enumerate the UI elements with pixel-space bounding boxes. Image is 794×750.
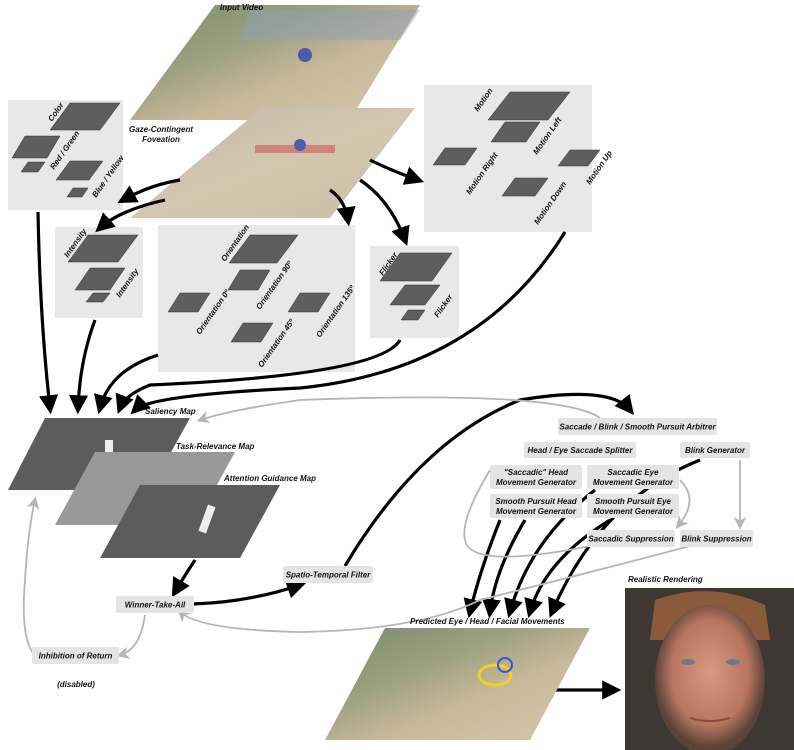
- saccadic-head-label-2: Movement Generator: [496, 478, 577, 487]
- foveation-label: Gaze-Contingent Foveation: [129, 125, 193, 144]
- smooth-head-label-2: Movement Generator: [496, 507, 577, 516]
- smooth-eye-label-2: Movement Generator: [593, 507, 674, 516]
- spatio-temporal-filter-box: Spatio-Temporal Filter: [283, 566, 373, 583]
- color-panel: Color Red / Green Blue / Yellow: [8, 100, 126, 210]
- saliency-map-label: Saliency Map: [145, 407, 196, 416]
- saccadic-eye-label-1: Saccadic Eye: [607, 468, 659, 477]
- saccadic-eye-label-2: Movement Generator: [593, 478, 674, 487]
- foveation-label-wrap: Gaze-Contingent Foveation: [129, 125, 193, 144]
- smooth-pursuit-eye-generator-box: Smooth Pursuit Eye Movement Generator: [587, 494, 679, 518]
- smooth-eye-label-1: Smooth Pursuit Eye: [595, 497, 672, 506]
- foveated-frame: [130, 108, 415, 218]
- arbiter-label: Saccade / Blink / Smooth Pursuit Arbitre…: [559, 423, 716, 432]
- input-video-frame: [130, 5, 420, 120]
- inhibition-of-return-label: Inhibition of Return: [39, 652, 113, 661]
- arbiter-box: Saccade / Blink / Smooth Pursuit Arbitre…: [558, 418, 717, 435]
- spatio-temporal-filter-label: Spatio-Temporal Filter: [286, 571, 371, 580]
- smooth-head-label-1: Smooth Pursuit Head: [495, 497, 577, 506]
- saccadic-suppression-label: Saccadic Suppression: [588, 535, 673, 544]
- left-eye: [681, 659, 695, 665]
- attention-guidance-label: Attention Guidance Map: [223, 474, 316, 483]
- predicted-movements-label: Predicted Eye / Head / Facial Movements: [410, 617, 565, 626]
- blink-suppression-label: Blink Suppression: [681, 535, 751, 544]
- predicted-movements-frame: [325, 628, 590, 740]
- saccadic-suppression-box: Saccadic Suppression: [587, 530, 675, 547]
- attention-guidance-map: [100, 485, 280, 558]
- blink-generator-box: Blink Generator: [680, 442, 750, 458]
- input-video-label: Input Video: [220, 3, 263, 12]
- runner-figure: [298, 48, 312, 62]
- right-eye: [726, 659, 740, 665]
- splitter-label: Head / Eye Saccade Splitter: [528, 446, 634, 455]
- intensity-panel: Intensity Intensity: [55, 227, 143, 318]
- gray-arrows: [22, 396, 747, 659]
- smooth-pursuit-head-generator-box: Smooth Pursuit Head Movement Generator: [490, 494, 582, 518]
- winner-take-all-label: Winner-Take-All: [125, 601, 186, 610]
- motion-panel: Motion Motion Right Motion Left Motion D…: [424, 85, 614, 232]
- black-arrows: [36, 158, 701, 700]
- flicker-panel: Flicker Flicker: [370, 246, 459, 338]
- winner-take-all-box: Winner-Take-All: [116, 596, 194, 613]
- orientation-panel: Orientation Orientation 0º Orientation 9…: [158, 223, 357, 372]
- blink-generator-label: Blink Generator: [685, 446, 746, 455]
- disabled-note: (disabled): [57, 680, 95, 689]
- saccadic-head-generator-box: "Saccadic" Head Movement Generator: [490, 465, 582, 489]
- inhibition-of-return-box: Inhibition of Return: [32, 647, 119, 664]
- blink-suppression-box: Blink Suppression: [680, 530, 753, 547]
- gaze-target-marker: [477, 663, 513, 687]
- realistic-rendering-label: Realistic Rendering: [628, 575, 703, 584]
- realistic-rendering-face: [625, 588, 794, 750]
- task-relevance-label: Task-Relevance Map: [176, 442, 255, 451]
- head-eye-splitter-box: Head / Eye Saccade Splitter: [524, 442, 636, 458]
- saccadic-eye-generator-box: Saccadic Eye Movement Generator: [587, 465, 679, 489]
- saccadic-head-label-1: "Saccadic" Head: [504, 468, 569, 477]
- head-target-marker: [497, 657, 513, 673]
